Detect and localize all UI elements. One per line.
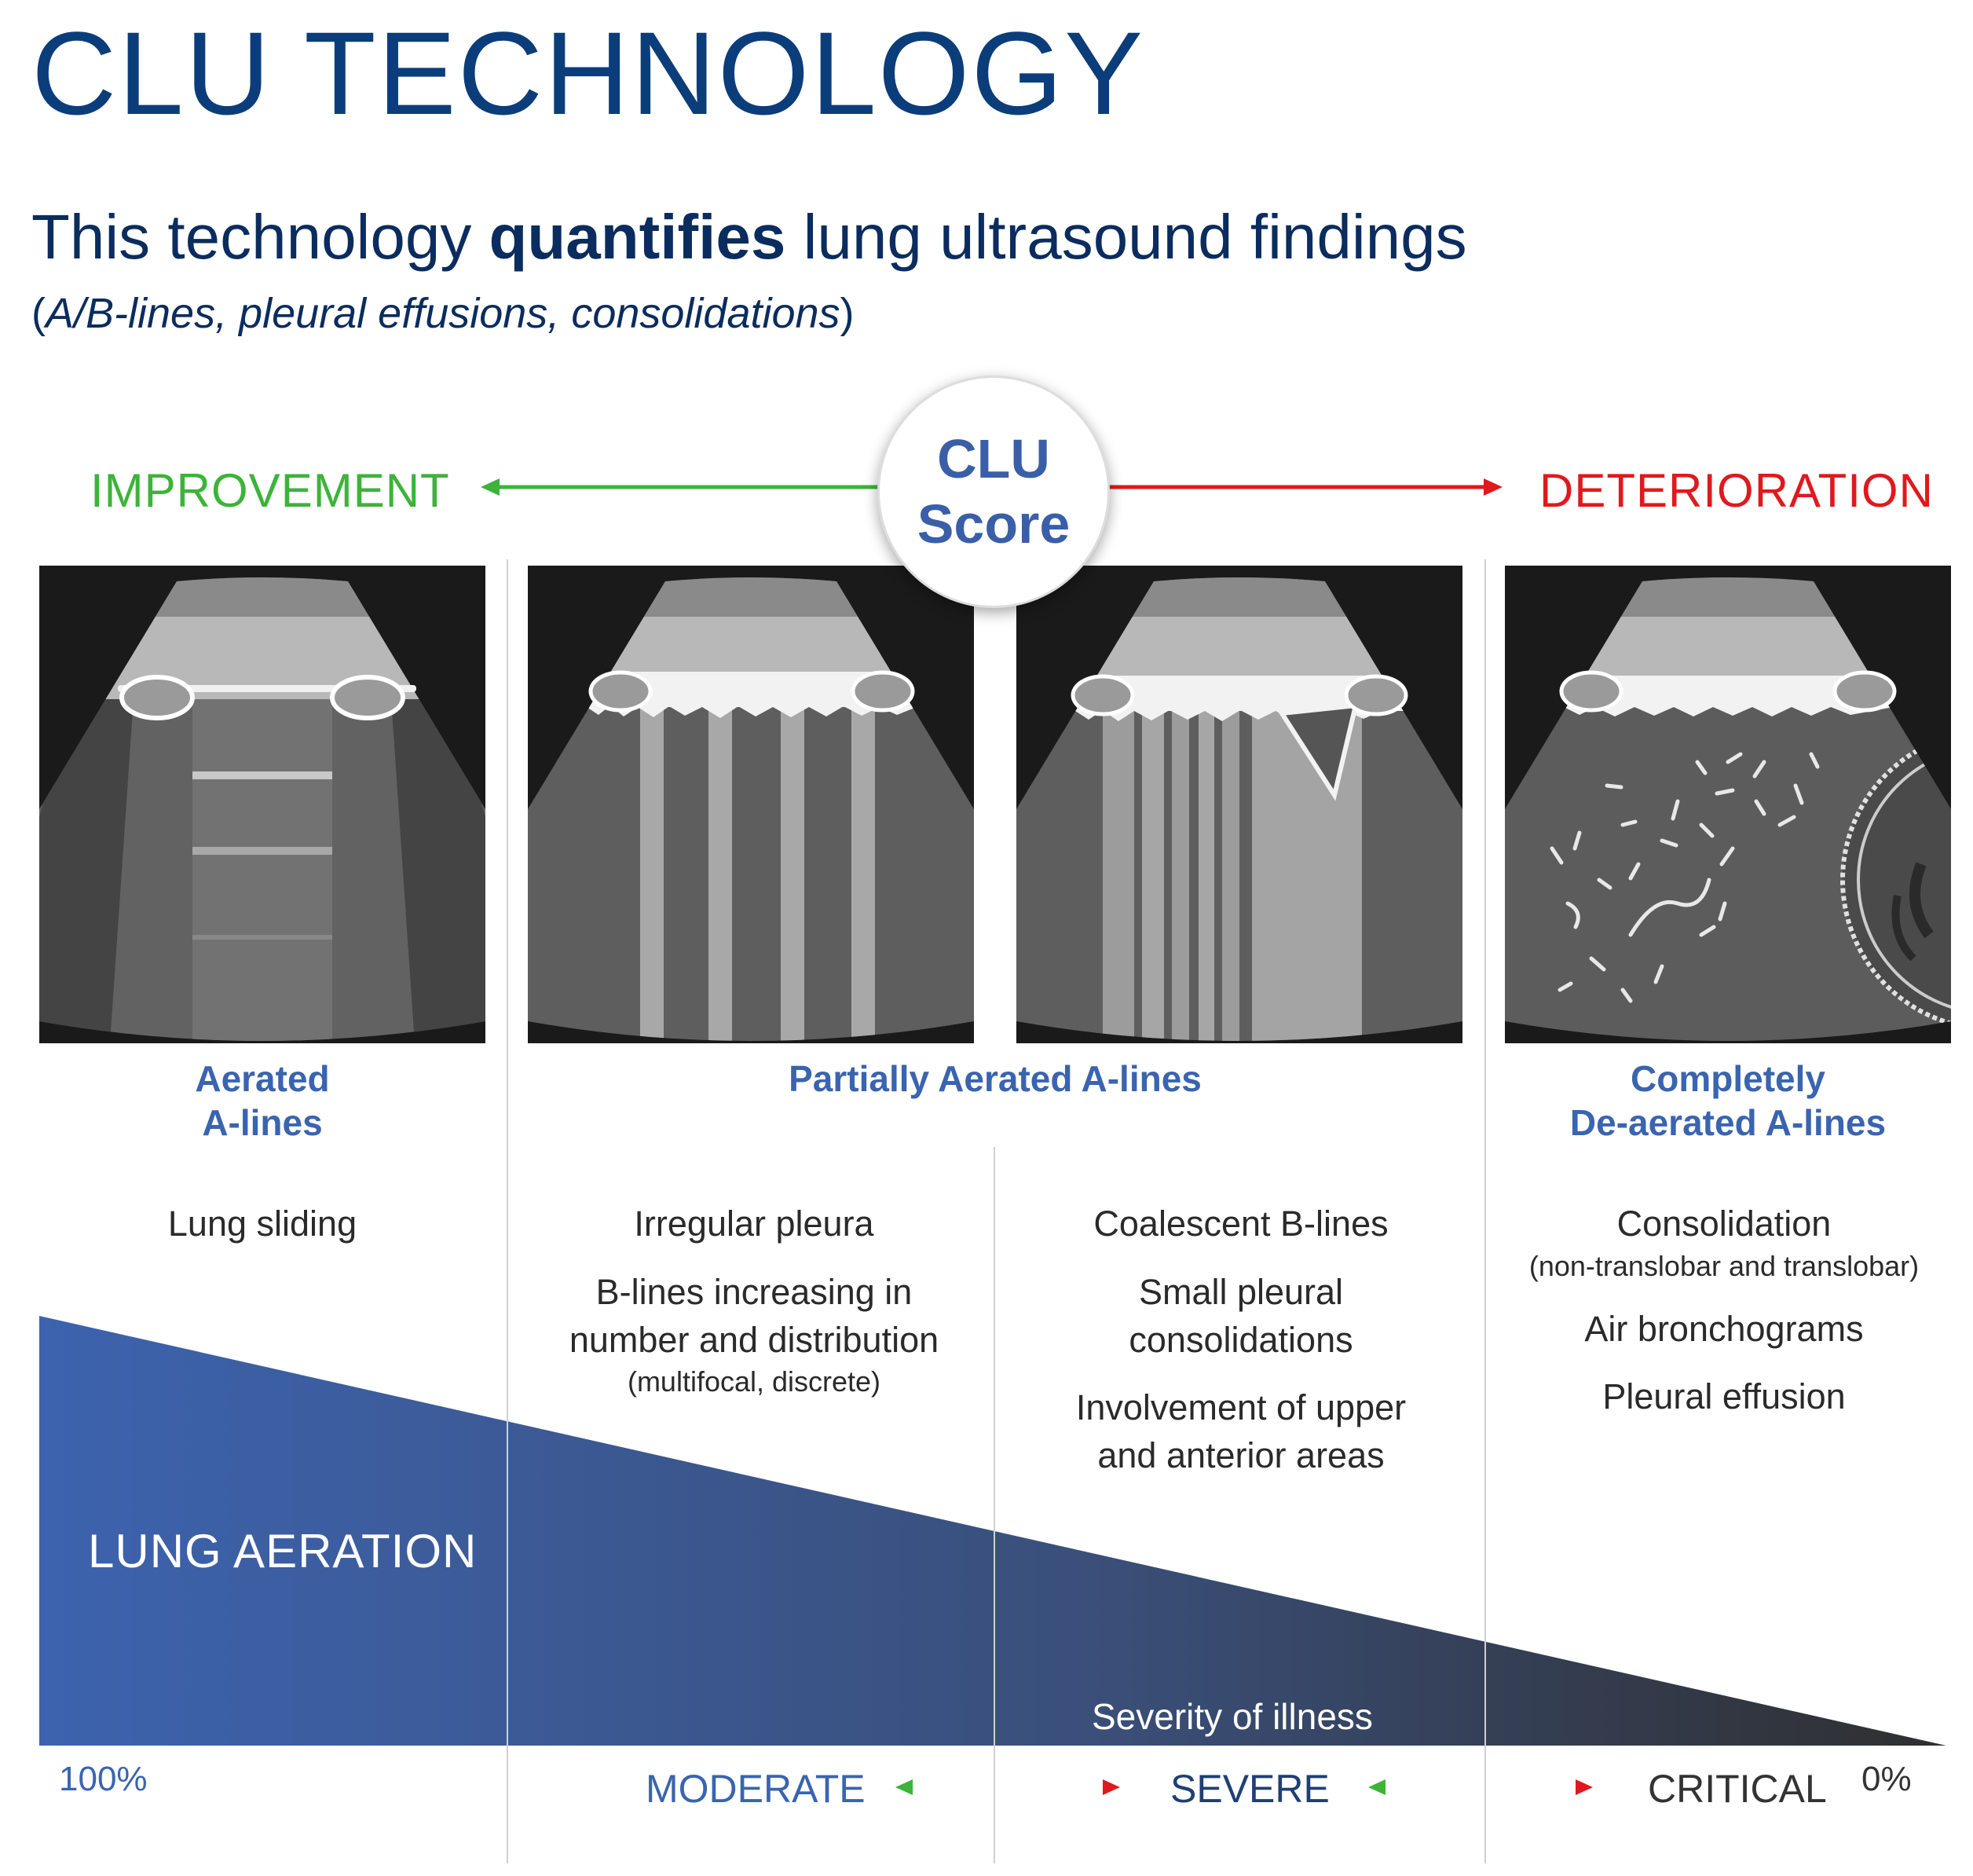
findings-column-3: Coalescent B-lines Small pleural consoli…	[1005, 1200, 1477, 1480]
deterioration-arrow	[1104, 478, 1503, 496]
subtitle-emphasis: quantifies	[489, 202, 786, 272]
improvement-label: IMPROVEMENT	[90, 464, 450, 517]
finding-b-lines-note: (multifocal, discrete)	[627, 1365, 881, 1398]
severity-severe: SEVERE	[1170, 1767, 1330, 1811]
category-deaerated: Completely De-aerated A-lines	[1505, 1057, 1951, 1145]
subtitle-note: (A/B-lines, pleural effusions, consolida…	[31, 289, 855, 338]
subtitle-text-start: This technology	[31, 202, 489, 272]
finding-small-consolidations-line1: Small pleural	[1138, 1271, 1344, 1312]
score-direction-arrows	[481, 478, 1503, 496]
column-divider-2	[994, 1147, 995, 1863]
ultrasound-consolidation-image	[1505, 566, 1951, 1043]
column-divider-1	[507, 559, 508, 1863]
severe-critical-arrow	[1368, 1779, 1593, 1795]
finding-b-lines-line2: number and distribution	[569, 1319, 939, 1360]
severity-critical: CRITICAL	[1648, 1767, 1827, 1811]
column-divider-3	[1484, 559, 1486, 1863]
ultrasound-b-lines-image	[528, 566, 974, 1043]
aeration-start-percent: 100%	[59, 1760, 148, 1798]
finding-coalescent-b-lines: Coalescent B-lines	[1093, 1204, 1389, 1244]
ultrasound-coalescent-b-lines-image	[1016, 566, 1462, 1043]
finding-lung-sliding: Lung sliding	[167, 1204, 357, 1244]
score-label-line2: Score	[917, 493, 1071, 555]
category-deaerated-line2: De-aerated A-lines	[1569, 1102, 1887, 1144]
moderate-severe-arrow	[895, 1779, 1120, 1795]
subnote-text: A/B-lines, pleural effusions, consolidat…	[45, 290, 840, 337]
ultrasound-aerated-image	[39, 566, 485, 1043]
finding-upper-areas-line2: and anterior areas	[1097, 1435, 1385, 1475]
severity-transition-arrows	[895, 1779, 1593, 1795]
category-deaerated-line1: Completely	[1631, 1058, 1825, 1099]
improvement-arrow	[481, 478, 880, 496]
severity-label: Severity of illness	[1092, 1696, 1373, 1737]
category-partially-aerated: Partially Aerated A-lines	[789, 1058, 1202, 1099]
finding-pleural-effusion: Pleural effusion	[1602, 1376, 1846, 1417]
finding-upper-areas-line1: Involvement of upper	[1075, 1387, 1407, 1428]
subtitle-text-end: lung ultrasound findings	[785, 202, 1467, 272]
category-aerated-line1: Aerated	[195, 1058, 330, 1099]
category-aerated-line2: A-lines	[202, 1102, 323, 1144]
page-subtitle: This technology quantifies lung ultrasou…	[31, 206, 1467, 269]
clu-score-badge: CLU Score	[877, 376, 1110, 608]
deterioration-label: DETERIORATION	[1539, 464, 1934, 517]
finding-consolidation-note: (non-translobar and translobar)	[1528, 1249, 1920, 1282]
finding-consolidation: Consolidation	[1616, 1204, 1832, 1244]
subnote-close-paren: )	[840, 290, 855, 337]
category-aerated: Aerated A-lines	[39, 1057, 485, 1145]
severity-moderate: MODERATE	[646, 1767, 866, 1811]
finding-air-bronchograms: Air bronchograms	[1584, 1308, 1864, 1349]
findings-column-4: Consolidation (non-translobar and transl…	[1492, 1200, 1956, 1421]
page-title: CLU TECHNOLOGY	[31, 7, 1145, 139]
finding-small-consolidations-line2: consolidations	[1129, 1319, 1353, 1360]
lung-aeration-label: LUNG AERATION	[88, 1525, 478, 1577]
finding-irregular-pleura: Irregular pleura	[634, 1204, 874, 1244]
score-label-line1: CLU	[937, 428, 1050, 490]
subnote-open-paren: (	[31, 290, 46, 337]
finding-b-lines-line1: B-lines increasing in	[595, 1271, 913, 1312]
aeration-end-percent: 0%	[1861, 1760, 1912, 1798]
findings-column-2: Irregular pleura B-lines increasing in n…	[518, 1200, 990, 1401]
